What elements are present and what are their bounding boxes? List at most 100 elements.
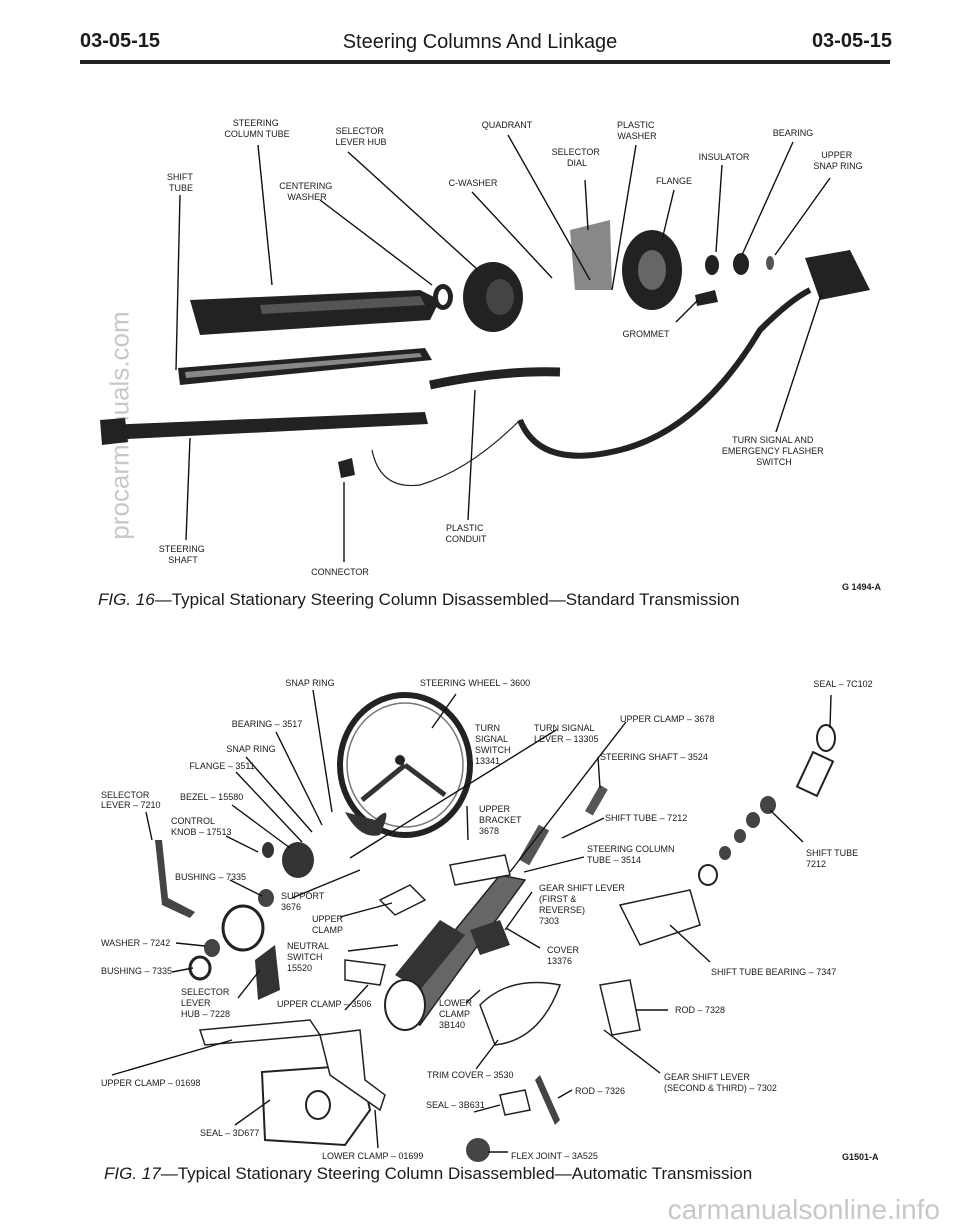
label-bearing-3517: BEARING – 3517 — [232, 719, 303, 729]
label-centering-washer: CENTERING WASHER — [279, 181, 335, 202]
figure-16-caption-prefix: FIG. — [98, 590, 132, 609]
turn-signal-switch-part — [345, 812, 387, 836]
label-upper-bracket: UPPER BRACKET 3678 — [479, 804, 524, 836]
label-seal-3d677: SEAL – 3D677 — [200, 1128, 259, 1138]
quadrant-part — [570, 220, 612, 290]
label-trim-cover: TRIM COVER – 3530 — [427, 1070, 514, 1080]
watermark-bottom: carmanualsonline.info — [667, 1194, 940, 1225]
page-title: Steering Columns And Linkage — [342, 31, 618, 53]
figure-16-code: G 1494-A — [842, 582, 882, 592]
label-insulator: INSULATOR — [699, 152, 750, 162]
page-code-left: 03-05-15 — [80, 30, 161, 52]
header-rule — [80, 60, 890, 64]
bezel-part — [282, 842, 314, 878]
plastic-conduit-part — [429, 367, 561, 390]
label-flange: FLANGE — [656, 176, 692, 186]
label-grommet: GROMMET — [623, 329, 670, 339]
figure-17-code: G1501-A — [842, 1152, 879, 1162]
label-selector-lever-hub: SELECTOR LEVER HUB — [335, 126, 386, 147]
selector-lever-hub-part — [255, 945, 280, 1000]
label-gear-shift-lever-second: GEAR SHIFT LEVER (SECOND & THIRD) – 7302 — [664, 1072, 777, 1093]
trim-cover-part — [479, 981, 562, 1046]
rod-7326-part — [535, 1075, 560, 1125]
label-snap-ring-2: SNAP RING — [226, 744, 275, 754]
steering-column-tube-part — [190, 290, 440, 335]
label-upper-clamp-3678: UPPER CLAMP – 3678 — [620, 714, 714, 724]
figure-17-caption: FIG. 17—Typical Stationary Steering Colu… — [104, 1164, 752, 1184]
upper-clamp-01698-part — [198, 1019, 322, 1046]
label-connector: CONNECTOR — [311, 567, 369, 577]
label-plastic-washer: PLASTIC WASHER — [617, 120, 657, 141]
upper-snap-ring-part — [766, 256, 774, 270]
label-lower-clamp-01699: LOWER CLAMP – 01699 — [322, 1151, 423, 1161]
label-seal-3b631: SEAL – 3B631 — [426, 1100, 485, 1110]
label-turn-signal-switch: TURN SIGNAL SWITCH 13341 — [475, 723, 513, 766]
steering-wheel-part — [337, 692, 473, 838]
steering-shaft-part — [585, 785, 608, 816]
label-shift-tube-7212: SHIFT TUBE – 7212 — [605, 813, 687, 823]
label-cover: COVER 13376 — [547, 945, 582, 966]
figure-17-caption-text: —Typical Stationary Steering Column Disa… — [160, 1164, 753, 1183]
label-turn-signal-switch: TURN SIGNAL AND EMERGENCY FLASHER SWITCH — [722, 435, 826, 467]
gear-shift-lever-part — [599, 979, 641, 1036]
label-selector-lever-hub: SELECTOR LEVER HUB – 7228 — [181, 987, 232, 1019]
label-neutral-switch: NEUTRAL SWITCH 15520 — [287, 941, 331, 973]
label-rod-7326: ROD – 7326 — [575, 1086, 625, 1096]
figure-16-caption: FIG. 16—Typical Stationary Steering Colu… — [98, 590, 740, 610]
insulator-part — [705, 255, 719, 275]
shift-tube-part — [178, 348, 432, 385]
shift-tube-part — [518, 824, 550, 866]
figure-16-illustration: STEERING COLUMN TUBE SELECTOR LEVER HUB … — [100, 118, 870, 577]
label-lower-clamp: LOWER CLAMP 3B140 — [439, 998, 475, 1030]
steering-shaft-part — [100, 412, 428, 445]
label-rod-7328: ROD – 7328 — [675, 1005, 725, 1015]
shift-tube-bearing-part — [618, 889, 701, 946]
label-flex-joint: FLEX JOINT – 3A525 — [511, 1151, 598, 1161]
bearing-part — [733, 253, 749, 275]
figure-17-caption-prefix: FIG. — [104, 1164, 138, 1183]
upper-clamp-part — [378, 884, 427, 916]
label-bezel: BEZEL – 15580 — [180, 792, 243, 802]
grommet-part — [695, 290, 718, 306]
label-washer-7242: WASHER – 7242 — [101, 938, 170, 948]
bushing-upper-part — [258, 889, 274, 907]
label-selector-dial: SELECTOR DIAL — [552, 147, 603, 168]
label-shift-tube-right: SHIFT TUBE 7212 — [806, 848, 861, 869]
label-steering-shaft-3524: STEERING SHAFT – 3524 — [600, 752, 708, 762]
page-code-right: 03-05-15 — [811, 30, 892, 52]
cover-part — [470, 920, 510, 955]
steering-column-tube-part — [384, 874, 527, 1031]
seal-and-bearings-stack — [698, 724, 836, 886]
bushing-part — [221, 904, 265, 952]
label-snap-ring-top: SNAP RING — [285, 678, 334, 688]
label-gear-shift-lever-first: GEAR SHIFT LEVER (FIRST & REVERSE) 7303 — [539, 883, 627, 926]
figure-17-caption-number: 17 — [141, 1164, 161, 1183]
upper-clamp-3506-part — [344, 959, 386, 986]
label-bushing-7335-b: BUSHING – 7335 — [101, 966, 172, 976]
label-steering-column-tube: STEERING COLUMN TUBE – 3514 — [587, 844, 677, 865]
label-c-washer: C-WASHER — [449, 178, 498, 188]
lower-clamp-01699-part — [319, 1029, 386, 1112]
flex-joint-part — [466, 1138, 490, 1162]
figure-16-caption-text: —Typical Stationary Steering Column Disa… — [154, 590, 740, 609]
washer-part — [204, 939, 220, 957]
wiring-harness-part — [517, 287, 812, 459]
label-selector-lever: SELECTOR LEVER – 7210 — [101, 790, 161, 810]
label-steering-wheel: STEERING WHEEL – 3600 — [420, 678, 530, 688]
turn-signal-switch-part — [805, 250, 870, 300]
label-upper-clamp-01698: UPPER CLAMP – 01698 — [101, 1078, 200, 1088]
label-support: SUPPORT 3676 — [281, 891, 327, 912]
label-bearing: BEARING — [773, 128, 814, 138]
control-knob-part — [262, 842, 274, 858]
label-shift-tube: SHIFT TUBE — [167, 172, 195, 193]
label-upper-snap-ring: UPPER SNAP RING — [813, 150, 862, 171]
figure-16-caption-number: 16 — [135, 590, 155, 609]
label-steering-column-tube: STEERING COLUMN TUBE — [224, 118, 289, 139]
label-upper-clamp-3506: UPPER CLAMP – 3506 — [277, 999, 371, 1009]
seal-3b631-part — [499, 1089, 531, 1116]
label-seal-7c102: SEAL – 7C102 — [813, 679, 872, 689]
label-shift-tube-bearing: SHIFT TUBE BEARING – 7347 — [711, 967, 836, 977]
label-steering-shaft: STEERING SHAFT — [159, 544, 208, 565]
selector-lever-part — [155, 840, 195, 918]
